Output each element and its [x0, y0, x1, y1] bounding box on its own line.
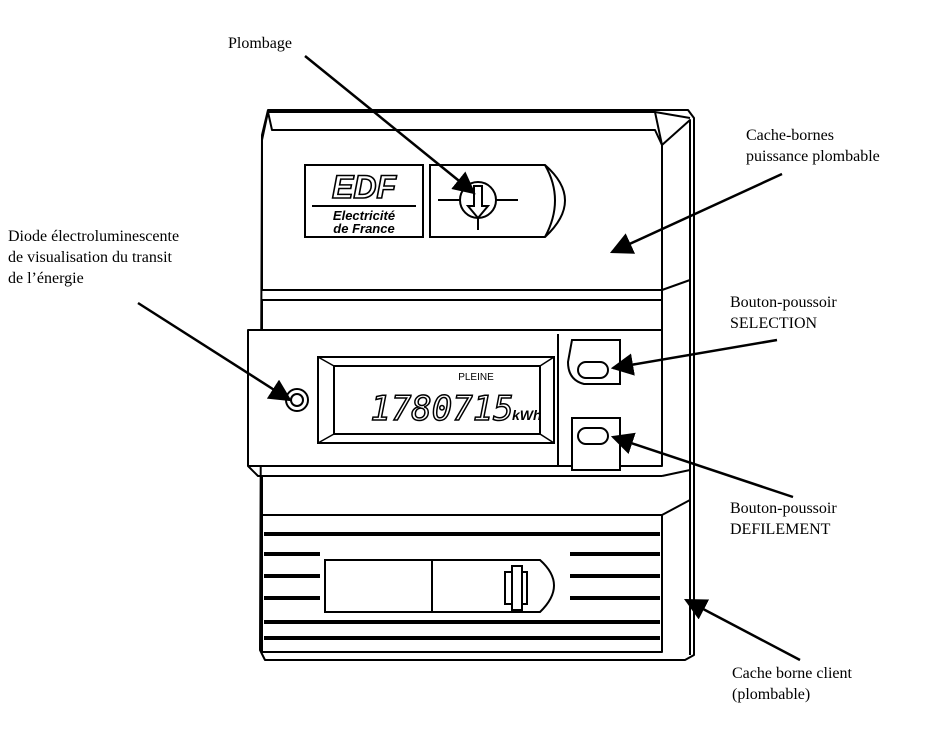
leader-arrows — [137, 55, 801, 662]
label-defilement: Bouton-poussoir DEFILEMENT — [730, 500, 837, 538]
edf-logo-panel: EDF Electricité de France — [304, 164, 424, 238]
brand-line2: de France — [333, 221, 394, 236]
arrow-cache-client — [684, 598, 801, 662]
label-cache-client: Cache borne client (plombable) — [732, 665, 852, 703]
label-diode: Diode électroluminescente de visualisati… — [8, 228, 180, 287]
label-cache-bornes: Cache-bornes puissance plombable — [746, 127, 880, 165]
tariff-indicator: PLEINE — [458, 372, 494, 383]
arrow-selection — [610, 338, 778, 376]
arrow-defilement — [610, 432, 794, 499]
defilement-button[interactable] — [571, 417, 621, 471]
grille — [264, 532, 660, 640]
brand-line1: Electricité — [333, 208, 395, 223]
arrow-plombage — [304, 55, 476, 195]
client-cover — [324, 559, 555, 613]
lcd-display: PLEINE 1780715 kWh — [317, 356, 555, 444]
arrow-cache-bornes — [609, 172, 783, 254]
label-selection: Bouton-poussoir SELECTION — [730, 294, 837, 332]
selection-button[interactable] — [566, 339, 621, 385]
edf-logo-text: EDF — [332, 169, 397, 205]
arrow-diode — [137, 301, 292, 402]
reading-value: 1780715 — [370, 389, 513, 429]
label-plombage: Plombage — [228, 35, 292, 52]
reading-unit: kWh — [512, 407, 542, 423]
